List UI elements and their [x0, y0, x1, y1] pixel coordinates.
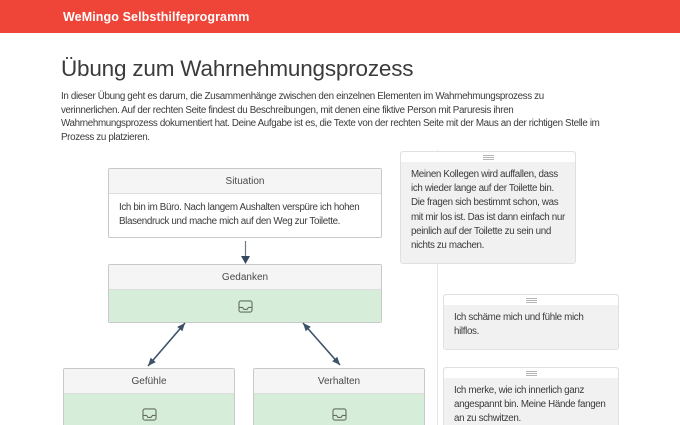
cards-panel	[437, 150, 629, 425]
inbox-icon	[141, 407, 157, 421]
draggable-card[interactable]: Ich merke, wie ich innerlich ganz angesp…	[443, 367, 619, 425]
arrows-gedanken-gefuehle-verhalten-icon	[147, 322, 341, 367]
draggable-card[interactable]: Ich schäme mich und fühle mich hilflos.	[443, 294, 619, 351]
arrow-situation-to-gedanken-icon	[241, 241, 250, 264]
gedanken-dropzone[interactable]	[109, 290, 381, 322]
card-drag-handle[interactable]	[444, 295, 618, 305]
situation-label: Situation	[109, 169, 381, 194]
page-title: Übung zum Wahrnehmungsprozess	[61, 56, 414, 81]
gefuehle-dropzone[interactable]	[64, 394, 234, 425]
inbox-icon	[331, 407, 347, 421]
navbar: WeMingo Selbsthilfeprogramm	[0, 0, 680, 33]
drag-handle-icon	[525, 297, 537, 303]
situation-box: Situation Ich bin im Büro. Nach langem A…	[108, 168, 382, 238]
gefuehle-box: Gefühle	[63, 368, 235, 425]
exercise-description: In dieser Übung geht es darum, die Zusam…	[61, 91, 600, 143]
card-drag-handle[interactable]	[401, 152, 575, 162]
verhalten-box: Verhalten	[253, 368, 425, 425]
card-text: Ich merke, wie ich innerlich ganz angesp…	[454, 385, 606, 425]
verhalten-dropzone[interactable]	[254, 394, 424, 425]
gefuehle-label: Gefühle	[64, 369, 234, 394]
card-drag-handle[interactable]	[444, 368, 618, 378]
card-text: Ich schäme mich und fühle mich hilflos.	[454, 312, 584, 338]
draggable-card[interactable]: Meinen Kollegen wird auffallen, dass ich…	[400, 151, 576, 265]
navbar-brand[interactable]: WeMingo Selbsthilfeprogramm	[63, 9, 250, 24]
gedanken-box: Gedanken	[108, 264, 382, 323]
drag-handle-icon	[482, 154, 494, 160]
verhalten-label: Verhalten	[254, 369, 424, 394]
situation-text: Ich bin im Büro. Nach langem Aushalten v…	[119, 202, 360, 227]
gedanken-label: Gedanken	[109, 265, 381, 290]
card-text: Meinen Kollegen wird auffallen, dass ich…	[411, 169, 565, 252]
inbox-icon	[237, 299, 253, 313]
drag-handle-icon	[525, 370, 537, 376]
